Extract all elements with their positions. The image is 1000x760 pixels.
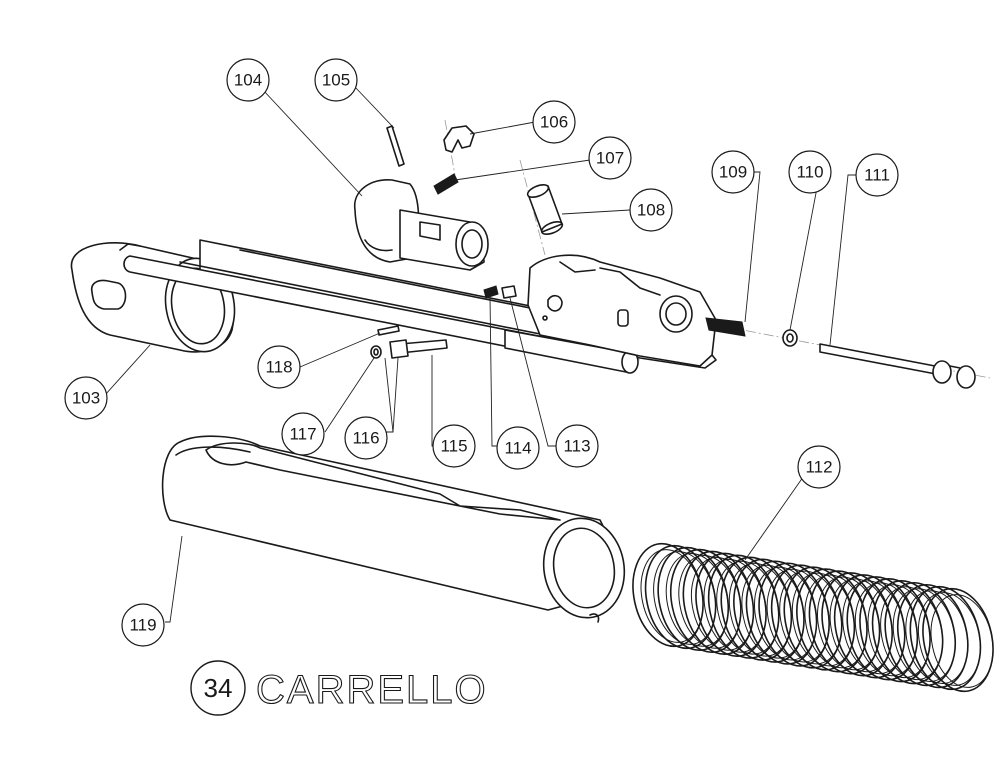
callout-105: 105 [314,58,358,102]
callout-108: 108 [629,188,673,232]
callout-103: 103 [64,376,108,420]
callout-103-label: 103 [72,389,100,408]
callout-116: 116 [344,416,388,460]
part-105-pin [386,125,405,167]
callout-109: 109 [711,150,755,194]
leader-lines [104,85,860,623]
callout-111-label: 111 [864,166,890,185]
spring-coil-inner [880,586,944,681]
part-107-spring [433,173,459,195]
part-106-cam [443,125,475,153]
title-label: CARRELLO [256,668,488,712]
callout-112-label: 112 [805,458,832,477]
callout-104: 104 [226,58,270,102]
spring-coil-inner [678,555,742,649]
callout-118: 118 [257,345,301,389]
callout-113-label: 113 [563,437,590,456]
callout-104-label: 104 [234,71,262,90]
callout-114: 114 [496,426,540,470]
part-112-recoil-spring [632,542,994,693]
callout-106: 106 [532,100,576,144]
callout-110-label: 110 [796,163,823,182]
spring-coil-inner [930,594,994,688]
callout-114-label: 114 [504,439,531,458]
spring-coil [922,587,994,693]
callout-107: 107 [588,136,632,180]
callouts: 104 105 106 107 108 109 110 111 [64,58,899,647]
part-118-pin [377,325,400,336]
callout-116-label: 116 [352,429,379,448]
spring-coil-inner [741,564,805,659]
callout-117-label: 117 [289,425,316,444]
spring-coil-inner [766,568,830,663]
callout-115: 115 [432,424,476,468]
callout-118-label: 118 [265,358,292,377]
callout-107-label: 107 [596,149,624,168]
callout-106-label: 106 [540,113,568,132]
callout-105-label: 105 [322,71,350,90]
callout-108-label: 108 [637,201,665,220]
title-block: 34 CARRELLO [190,660,488,716]
callout-115-label: 115 [440,437,467,456]
part-111-guide-rod [819,343,976,389]
callout-111: 111 [855,153,899,197]
callout-113: 113 [555,424,599,468]
callout-119-label: 119 [129,616,156,635]
spring-coil-inner [653,551,717,645]
part-116-screw [389,339,409,359]
part-113-114-springs [483,285,517,299]
spring-coil-inner [791,572,855,667]
part-117-ring [370,345,382,359]
callout-110: 110 [788,150,832,194]
title-number: 34 [204,673,233,703]
part-119-tube [161,435,626,623]
part-110-washer [782,329,798,347]
part-108-sleeve [526,183,564,236]
callout-117: 117 [281,412,325,456]
callout-109-label: 109 [719,163,747,182]
spring-coil-inner [905,590,969,684]
spring-coil-inner [817,576,880,671]
callout-112: 112 [797,445,841,489]
part-109-spring [705,317,746,337]
slide-carrier-body [123,239,717,374]
part-104-bolt-head [354,179,489,271]
callout-119: 119 [121,603,165,647]
